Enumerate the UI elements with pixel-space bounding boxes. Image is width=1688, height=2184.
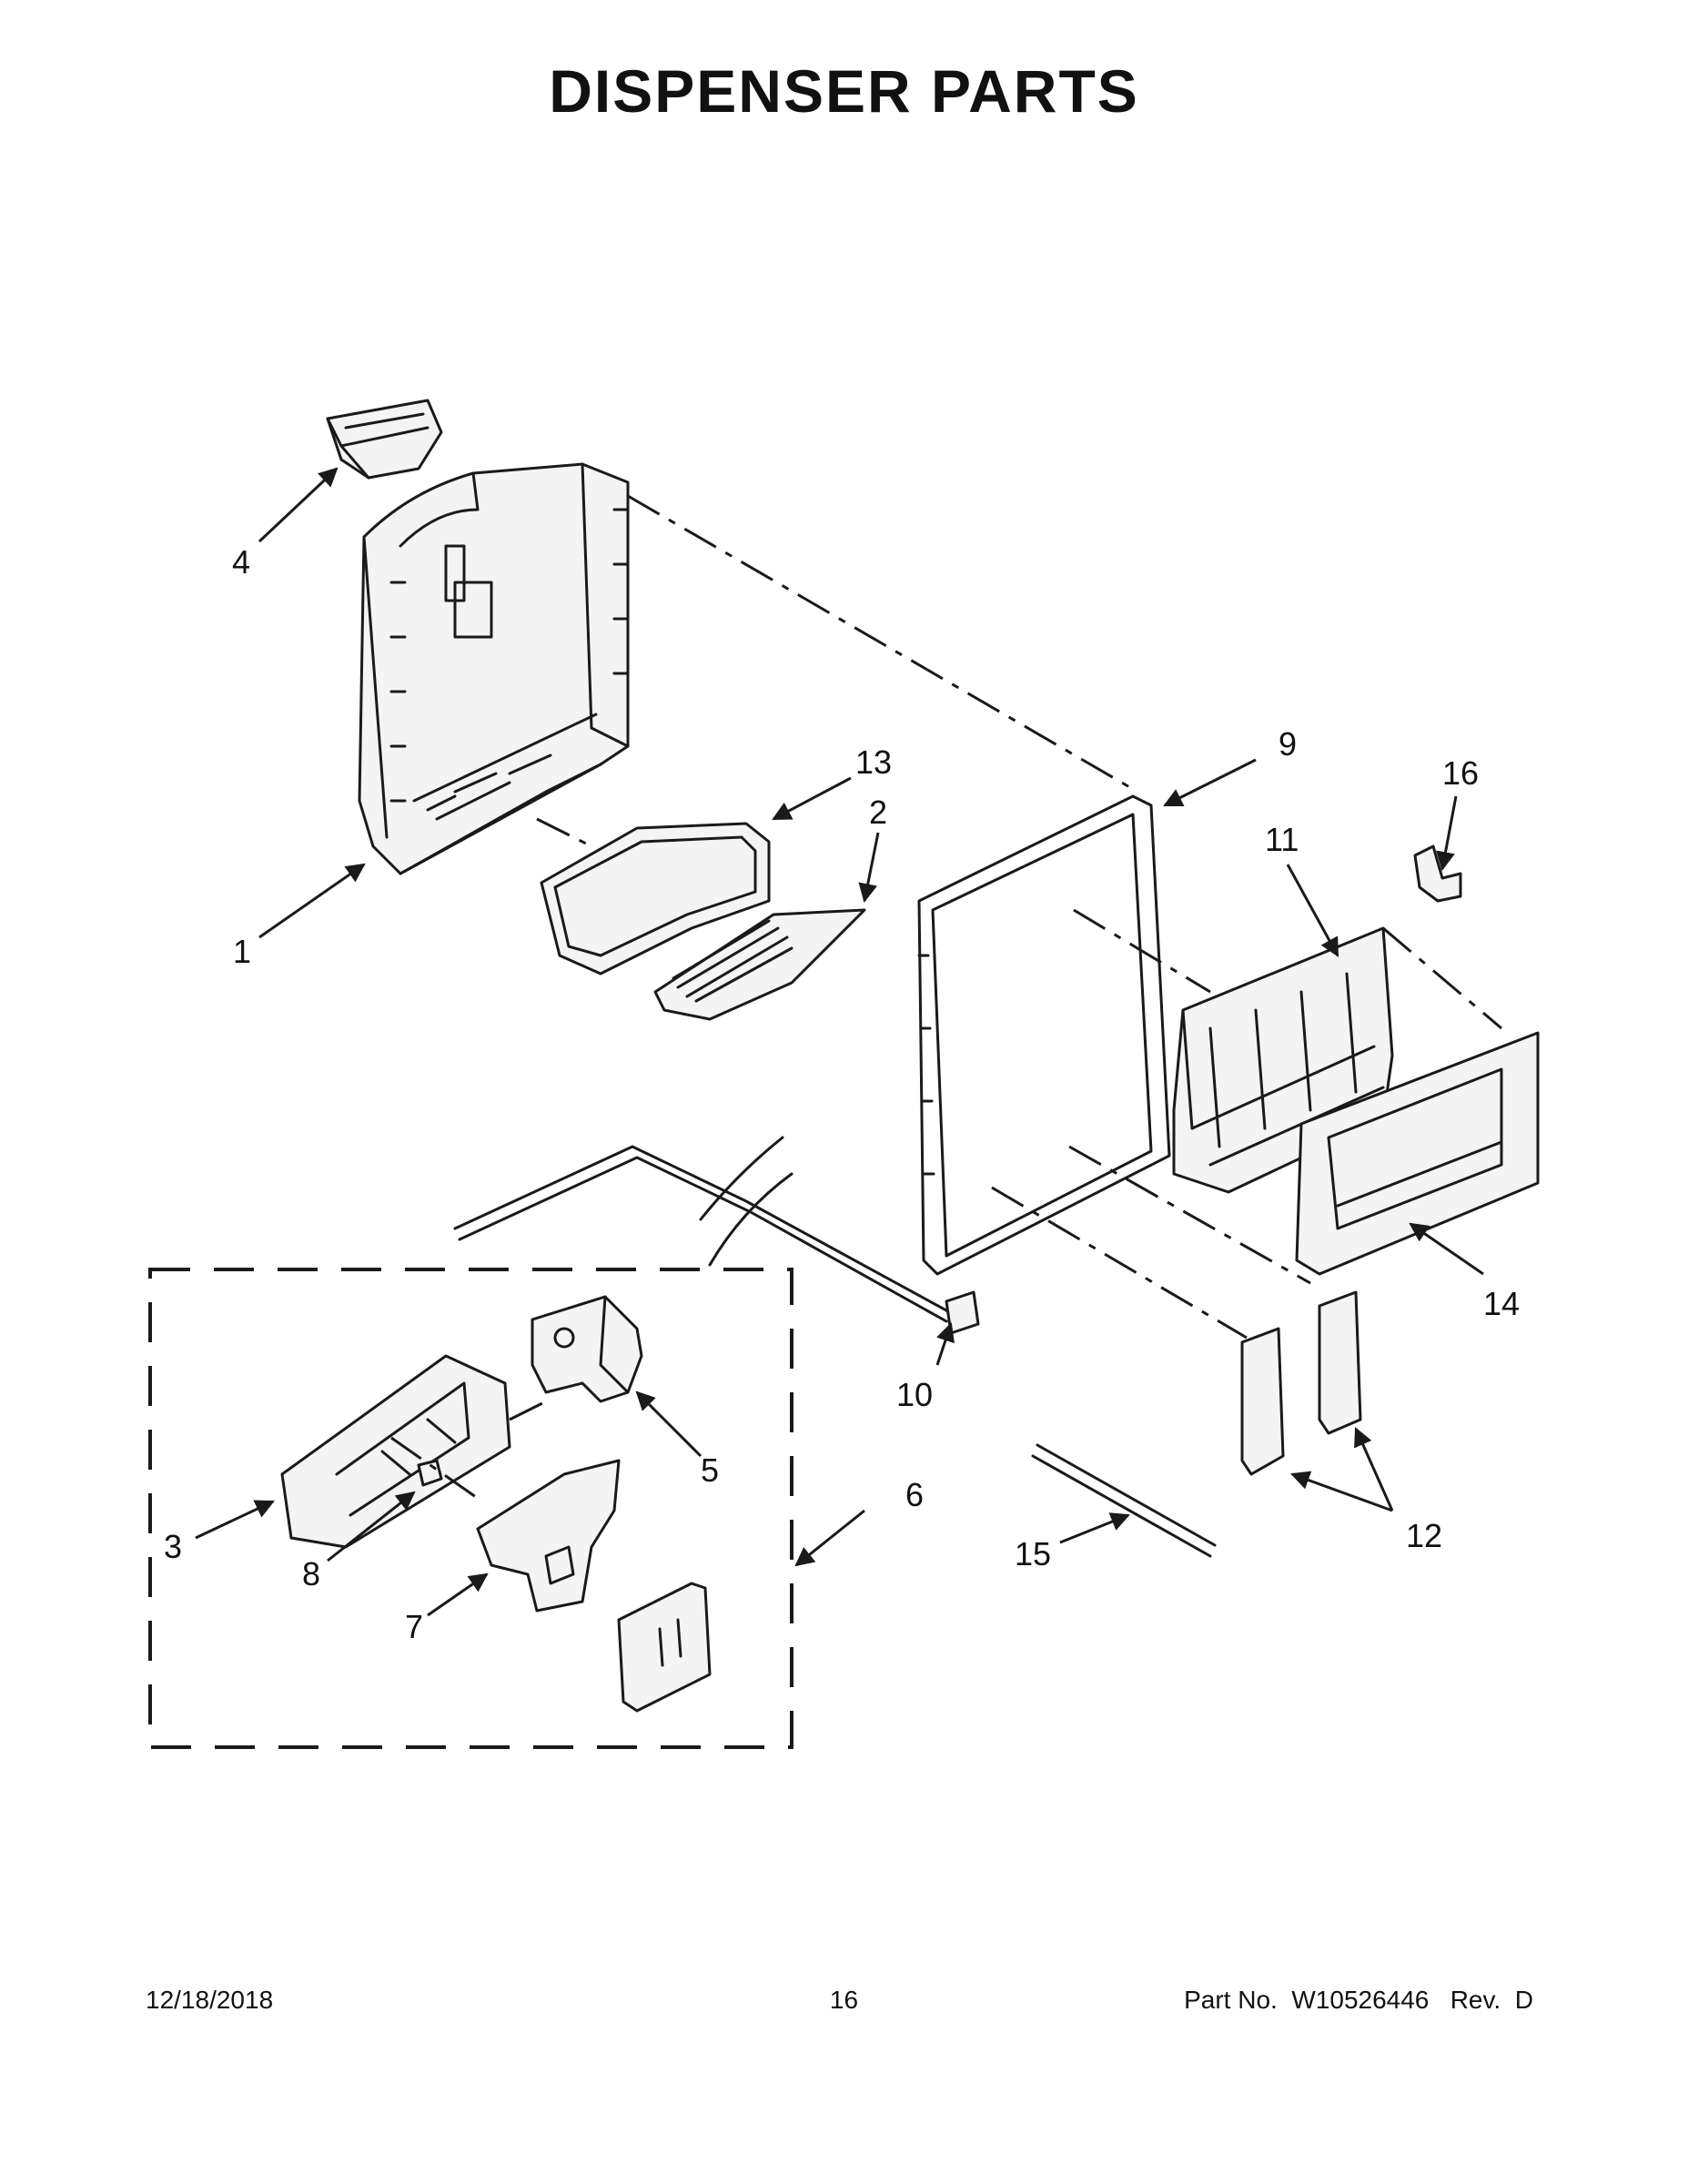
part-5-motor xyxy=(531,1295,643,1403)
part-13-tray-frame xyxy=(540,822,771,976)
callout-4: 4 xyxy=(232,543,250,581)
footer-part-number: Part No. W10526446 Rev. D xyxy=(1184,1986,1533,2014)
part-2-grille xyxy=(653,908,866,1021)
callout-6: 6 xyxy=(905,1476,924,1513)
callout-11: 11 xyxy=(1265,821,1299,858)
footer-date: 12/18/2018 xyxy=(146,1986,274,2014)
callout-8: 8 xyxy=(302,1555,320,1592)
callout-1: 1 xyxy=(233,933,251,970)
assembly-6-boundary xyxy=(148,1268,793,1749)
page-title: DISPENSER PARTS xyxy=(549,57,1139,125)
callout-10: 10 xyxy=(896,1376,933,1413)
callout-15: 15 xyxy=(1015,1535,1051,1572)
alignment-lines xyxy=(390,494,1502,1503)
callout-7: 7 xyxy=(405,1608,423,1645)
callout-12: 12 xyxy=(1406,1517,1442,1554)
callout-2: 2 xyxy=(869,794,887,831)
part-1-housing xyxy=(358,462,630,875)
part-7-actuator xyxy=(476,1459,621,1613)
callout-5: 5 xyxy=(701,1451,719,1489)
callout-9: 9 xyxy=(1279,725,1297,763)
part-3-bracket xyxy=(280,1354,511,1549)
callout-3: 3 xyxy=(164,1528,182,1565)
part-8-screw xyxy=(417,1459,443,1487)
callout-14: 14 xyxy=(1483,1285,1520,1322)
leader-arrows xyxy=(195,467,1484,1617)
part-12-paddle-b xyxy=(1318,1290,1362,1435)
dispenser-pad xyxy=(617,1582,712,1713)
part-12-paddle-a xyxy=(1240,1327,1285,1476)
part-10-tube xyxy=(453,1136,980,1335)
footer-page-number: 16 xyxy=(829,1986,859,2014)
part-4-cup xyxy=(326,399,443,480)
callouts: 1 2 3 4 5 6 7 8 9 10 11 12 13 14 15 16 xyxy=(164,543,1520,1645)
part-9-frame xyxy=(917,794,1171,1276)
callout-13: 13 xyxy=(855,743,892,781)
callout-16: 16 xyxy=(1442,754,1479,792)
part-15-rod xyxy=(1031,1443,1217,1558)
part-16-clip xyxy=(1413,844,1462,903)
